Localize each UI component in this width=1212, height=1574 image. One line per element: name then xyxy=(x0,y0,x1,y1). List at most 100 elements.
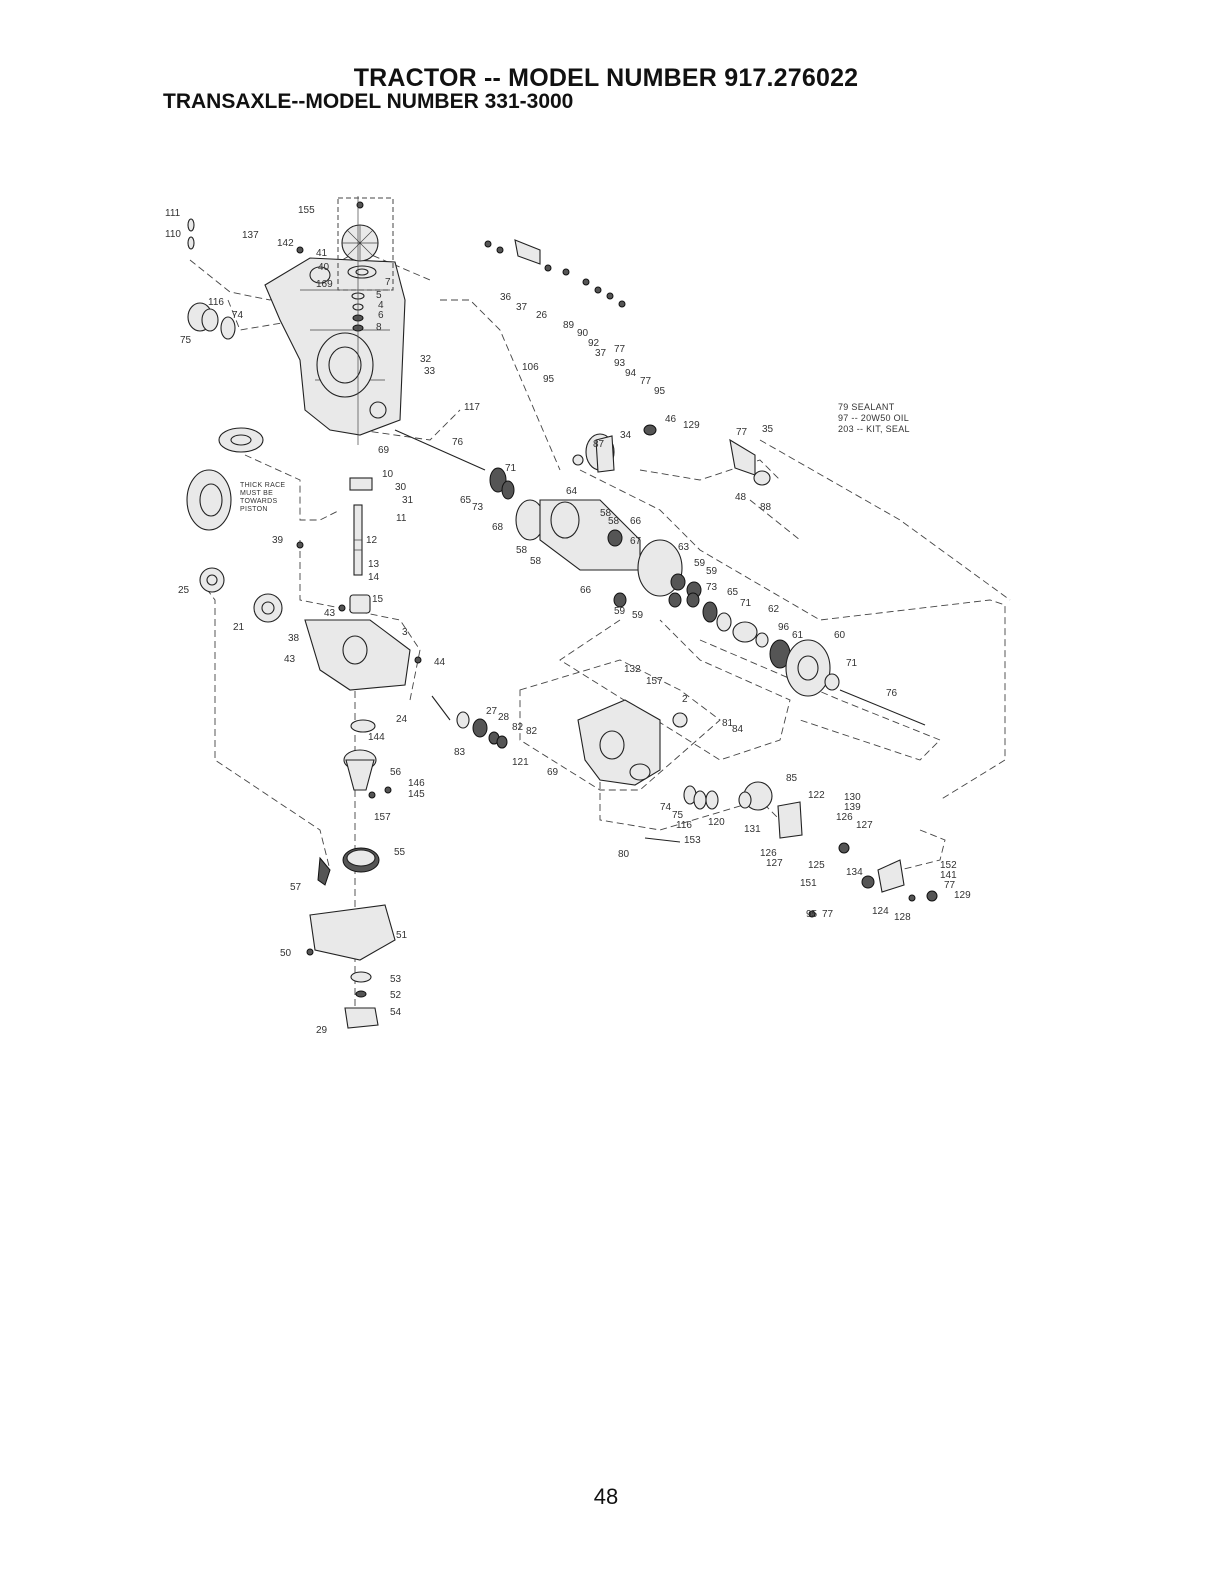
part-label: 24 xyxy=(396,714,408,725)
part-label: 67 xyxy=(630,536,642,547)
part-label: 127 xyxy=(766,858,783,869)
part-label: 59 xyxy=(632,610,644,621)
part-label: 151 xyxy=(800,878,817,889)
callout-line-3: TOWARDS xyxy=(240,498,278,505)
part-label: 122 xyxy=(808,790,825,801)
part-label: 129 xyxy=(954,890,971,901)
part-label: 73 xyxy=(706,582,718,593)
callout-line-4: PISTON xyxy=(240,506,268,513)
part-label: 65 xyxy=(460,495,472,506)
part-label: 59 xyxy=(694,558,706,569)
part-label: 74 xyxy=(232,310,244,321)
part-label: 7 xyxy=(385,277,391,288)
part-label: 75 xyxy=(672,810,684,821)
part-label: 130 xyxy=(844,792,861,803)
part-label: 153 xyxy=(684,835,701,846)
upper-gear-train xyxy=(394,239,926,726)
part-label: 33 xyxy=(424,366,436,377)
part-label: 12 xyxy=(366,535,378,546)
callout-line-2: MUST BE xyxy=(240,490,273,497)
part-label: 26 xyxy=(536,310,548,321)
part-label: 4 xyxy=(378,300,384,311)
part-label: 64 xyxy=(566,486,578,497)
part-label: 13 xyxy=(368,559,380,570)
part-label: 141 xyxy=(940,870,957,881)
part-label: 10 xyxy=(382,469,394,480)
part-label: 131 xyxy=(744,824,761,835)
part-label: 34 xyxy=(620,430,632,441)
part-label: 127 xyxy=(856,820,873,831)
part-label: 31 xyxy=(402,495,414,506)
part-label: 94 xyxy=(625,368,637,379)
secondary-housing xyxy=(431,695,938,902)
left-bearings xyxy=(186,218,283,623)
part-label: 76 xyxy=(452,437,464,448)
part-label: 58 xyxy=(608,516,620,527)
part-label: 15 xyxy=(372,594,384,605)
part-label: 62 xyxy=(768,604,780,615)
part-label: 77 xyxy=(614,344,626,355)
part-label: 48 xyxy=(735,492,747,503)
part-label: 116 xyxy=(676,820,692,831)
part-label: 14 xyxy=(368,572,380,583)
part-label: 27 xyxy=(486,706,498,717)
part-label: 134 xyxy=(846,867,863,878)
part-label: 59 xyxy=(706,566,718,577)
part-label: 77 xyxy=(736,427,748,438)
part-label: 35 xyxy=(762,424,774,435)
part-label: 58 xyxy=(516,545,528,556)
part-label: 92 xyxy=(588,338,600,349)
part-label: 56 xyxy=(390,767,402,778)
note-seal-kit: 203 -- KIT, SEAL xyxy=(838,424,910,434)
part-label: 77 xyxy=(640,376,652,387)
part-label: 95 xyxy=(806,909,818,920)
part-label: 57 xyxy=(290,882,302,893)
part-label: 63 xyxy=(678,542,690,553)
part-label: 93 xyxy=(614,358,626,369)
part-label: 80 xyxy=(618,849,630,860)
part-label: 90 xyxy=(577,328,589,339)
part-label: 96 xyxy=(778,622,790,633)
part-label: 54 xyxy=(390,1007,402,1018)
part-label: 28 xyxy=(498,712,510,723)
part-label: 66 xyxy=(580,585,592,596)
notes-block: 79 SEALANT 97 -- 20W50 OIL 203 -- KIT, S… xyxy=(838,402,910,434)
part-label: 95 xyxy=(654,386,666,397)
part-label: 88 xyxy=(760,502,772,513)
part-label: 81 xyxy=(722,718,734,729)
note-sealant: 79 SEALANT xyxy=(838,402,895,412)
part-label: 155 xyxy=(298,205,315,216)
part-label: 85 xyxy=(786,773,798,784)
part-label: 38 xyxy=(288,633,300,644)
part-label: 60 xyxy=(834,630,846,641)
part-label: 132 xyxy=(624,664,641,675)
page-number: 48 xyxy=(593,1484,619,1509)
page-title: TRACTOR -- MODEL NUMBER 917.276022 xyxy=(353,64,859,92)
part-label: 95 xyxy=(543,374,555,385)
part-label: 39 xyxy=(272,535,284,546)
part-label: 71 xyxy=(505,463,517,474)
part-label: 59 xyxy=(614,606,626,617)
part-label: 83 xyxy=(454,747,466,758)
part-label: 137 xyxy=(242,230,259,241)
part-label: 142 xyxy=(277,238,294,249)
part-label: 69 xyxy=(547,767,559,778)
part-labels: 111 110 137 142 41 40 155 169 7 5 4 6 8 … xyxy=(165,205,971,1036)
part-label: 44 xyxy=(434,657,446,668)
note-oil: 97 -- 20W50 OIL xyxy=(838,413,909,423)
part-label: 77 xyxy=(822,909,834,920)
part-label: 66 xyxy=(630,516,642,527)
fasteners xyxy=(296,240,916,956)
callout-line-1: THICK RACE xyxy=(240,482,285,489)
part-label: 157 xyxy=(646,676,663,687)
part-label: 126 xyxy=(836,812,853,823)
part-label: 51 xyxy=(396,930,408,941)
part-label: 71 xyxy=(740,598,752,609)
part-label: 65 xyxy=(727,587,739,598)
part-label: 110 xyxy=(165,229,181,240)
thick-race-callout: THICK RACE MUST BE TOWARDS PISTON xyxy=(240,482,285,513)
part-label: 2 xyxy=(682,694,688,705)
part-label: 36 xyxy=(500,292,512,303)
part-label: 46 xyxy=(665,414,677,425)
